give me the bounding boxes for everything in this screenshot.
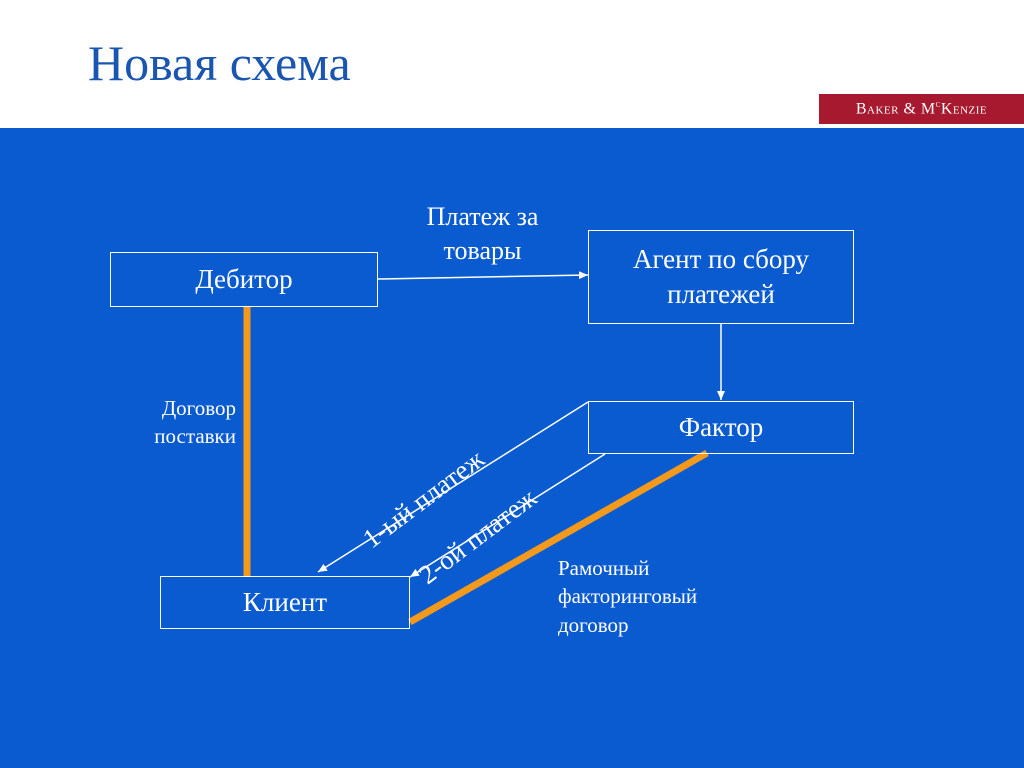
label-supply-contract-2: поставки — [154, 424, 236, 449]
label-framework-contract-2: факторинговый — [558, 584, 698, 609]
label-payment-for-goods-1: Платеж за — [426, 202, 539, 231]
label-supply-contract-1: Договор — [161, 396, 236, 420]
node-client-label: Клиент — [242, 586, 328, 617]
arrow-first-payment — [317, 401, 589, 573]
label-framework-contract-1: Рамочный — [558, 556, 650, 580]
node-factor: Фактор — [588, 401, 854, 454]
label-framework-contract: Рамочный факторинговый договор — [558, 554, 758, 639]
node-debtor-label: Дебитор — [195, 263, 293, 294]
slide-header: Новая схема Baker & McKenzie — [0, 0, 1024, 128]
slide-title: Новая схема — [88, 35, 351, 91]
node-debtor: Дебитор — [110, 252, 378, 307]
label-payment-for-goods-2: товары — [443, 235, 522, 265]
arrow-debtor-to-agent — [377, 271, 589, 280]
node-client: Клиент — [160, 576, 410, 629]
arrow-second-payment — [409, 453, 606, 578]
line-framework-contract — [408, 449, 709, 626]
baker-mckenzie-logo: Baker & McKenzie — [819, 94, 1024, 124]
label-payment-for-goods: Платеж за товары — [400, 200, 565, 268]
node-agent-label-2: платежей — [667, 279, 775, 309]
node-factor-label: Фактор — [678, 411, 764, 442]
label-framework-contract-3: договор — [558, 612, 629, 637]
label-supply-contract: Договор поставки — [112, 394, 236, 451]
node-agent: Агент по сбору платежей — [588, 230, 854, 324]
node-agent-label-1: Агент по сбору — [632, 243, 810, 274]
